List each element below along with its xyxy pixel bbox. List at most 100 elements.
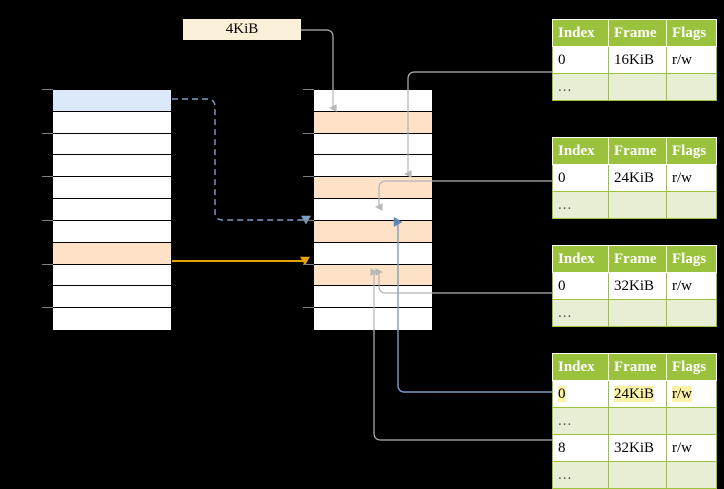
memory-row[interactable] xyxy=(314,90,432,112)
table-row-ellipsis: ... xyxy=(552,73,717,101)
cell-flags: r/w xyxy=(666,272,717,300)
memory-row[interactable] xyxy=(314,155,432,178)
vaddr-row[interactable] xyxy=(53,286,171,309)
cell-frame xyxy=(608,191,667,219)
physical-memory-column xyxy=(313,89,433,331)
cell-frame: 24KiB xyxy=(608,380,667,408)
table-header-row: Index Frame Flags xyxy=(552,19,717,47)
cell-frame xyxy=(608,407,667,435)
cell-frame-text: 24KiB xyxy=(614,385,655,402)
cell-flags xyxy=(666,191,717,219)
page-table-level-2: Index Frame Flags 0 24KiB r/w ... xyxy=(552,137,717,219)
column-header-flags: Flags xyxy=(666,245,717,273)
column-header-flags: Flags xyxy=(666,137,717,165)
cell-frame xyxy=(608,73,667,101)
table-header-row: Index Frame Flags xyxy=(552,137,717,165)
page-table-level-1: Index Frame Flags 0 16KiB r/w ... xyxy=(552,19,717,101)
column-header-index: Index xyxy=(552,353,609,381)
virtual-address-space-column xyxy=(52,89,172,331)
table-row-ellipsis: ... xyxy=(552,407,717,435)
cell-flags xyxy=(666,407,717,435)
column-tick-mark xyxy=(42,307,53,308)
table-row[interactable]: 8 32KiB r/w xyxy=(552,434,717,462)
column-header-frame: Frame xyxy=(608,245,667,273)
cell-flags xyxy=(666,461,717,489)
column-tick-mark xyxy=(303,307,314,308)
table-row[interactable]: 0 24KiB r/w xyxy=(552,164,717,192)
memory-row[interactable] xyxy=(314,133,432,156)
column-header-frame: Frame xyxy=(608,137,667,165)
cell-flags: r/w xyxy=(666,380,717,408)
column-tick-mark xyxy=(42,220,53,221)
cell-index: ... xyxy=(552,461,609,489)
memory-row[interactable] xyxy=(314,111,432,134)
memory-row[interactable] xyxy=(314,177,432,200)
vaddr-row[interactable] xyxy=(53,242,171,265)
column-tick-mark xyxy=(42,264,53,265)
table-header-row: Index Frame Flags xyxy=(552,353,717,381)
page-table-level-3: Index Frame Flags 0 32KiB r/w ... xyxy=(552,245,717,327)
vaddr-row[interactable] xyxy=(53,264,171,287)
memory-row[interactable] xyxy=(314,220,432,243)
table-row-ellipsis: ... xyxy=(552,461,717,489)
cell-flags xyxy=(666,299,717,327)
memory-row[interactable] xyxy=(314,242,432,265)
table-row-highlighted[interactable]: 0 24KiB r/w xyxy=(552,380,717,408)
cell-index: 0 xyxy=(552,46,609,74)
column-tick-mark xyxy=(303,89,314,90)
vaddr-row[interactable] xyxy=(53,133,171,156)
cell-frame: 16KiB xyxy=(608,46,667,74)
column-tick-mark xyxy=(303,176,314,177)
column-header-index: Index xyxy=(552,137,609,165)
column-header-index: Index xyxy=(552,19,609,47)
cell-flags: r/w xyxy=(666,164,717,192)
column-header-flags: Flags xyxy=(666,353,717,381)
vaddr-row[interactable] xyxy=(53,111,171,134)
table-header-row: Index Frame Flags xyxy=(552,245,717,273)
table-row[interactable]: 0 16KiB r/w xyxy=(552,46,717,74)
column-tick-mark xyxy=(42,176,53,177)
cell-index: ... xyxy=(552,407,609,435)
cell-frame: 24KiB xyxy=(608,164,667,192)
cell-frame: 32KiB xyxy=(608,434,667,462)
table-row[interactable]: 0 32KiB r/w xyxy=(552,272,717,300)
cell-index: 8 xyxy=(552,434,609,462)
column-tick-mark xyxy=(42,89,53,90)
column-header-flags: Flags xyxy=(666,19,717,47)
cell-frame xyxy=(608,461,667,489)
cell-frame xyxy=(608,299,667,327)
cell-flags xyxy=(666,73,717,101)
cell-flags: r/w xyxy=(666,46,717,74)
cell-index: ... xyxy=(552,73,609,101)
memory-row[interactable] xyxy=(314,264,432,287)
cell-index: ... xyxy=(552,191,609,219)
column-tick-mark xyxy=(42,133,53,134)
cell-index: 0 xyxy=(552,164,609,192)
cell-flags: r/w xyxy=(666,434,717,462)
vaddr-row[interactable] xyxy=(53,220,171,243)
cell-index: 0 xyxy=(552,272,609,300)
table-row-ellipsis: ... xyxy=(552,191,717,219)
memory-row[interactable] xyxy=(314,199,432,221)
cell-index: ... xyxy=(552,299,609,327)
column-header-frame: Frame xyxy=(608,19,667,47)
vaddr-row[interactable] xyxy=(53,155,171,178)
column-header-frame: Frame xyxy=(608,353,667,381)
column-header-index: Index xyxy=(552,245,609,273)
vaddr-row[interactable] xyxy=(53,199,171,221)
page-size-label: 4KiB xyxy=(183,19,301,40)
column-tick-mark xyxy=(303,220,314,221)
vaddr-row[interactable] xyxy=(53,90,171,112)
vaddr-row[interactable] xyxy=(53,177,171,200)
cell-index-text: 0 xyxy=(558,385,566,402)
vaddr-row[interactable] xyxy=(53,308,171,330)
memory-row[interactable] xyxy=(314,286,432,309)
page-table-level-4: Index Frame Flags 0 24KiB r/w ... 8 32Ki… xyxy=(552,353,717,489)
table-row-ellipsis: ... xyxy=(552,299,717,327)
cell-frame: 32KiB xyxy=(608,272,667,300)
memory-row[interactable] xyxy=(314,308,432,330)
connector-vaddr-to-memory-dashed xyxy=(172,98,311,225)
cell-flags-text: r/w xyxy=(672,385,692,402)
column-tick-mark xyxy=(303,264,314,265)
